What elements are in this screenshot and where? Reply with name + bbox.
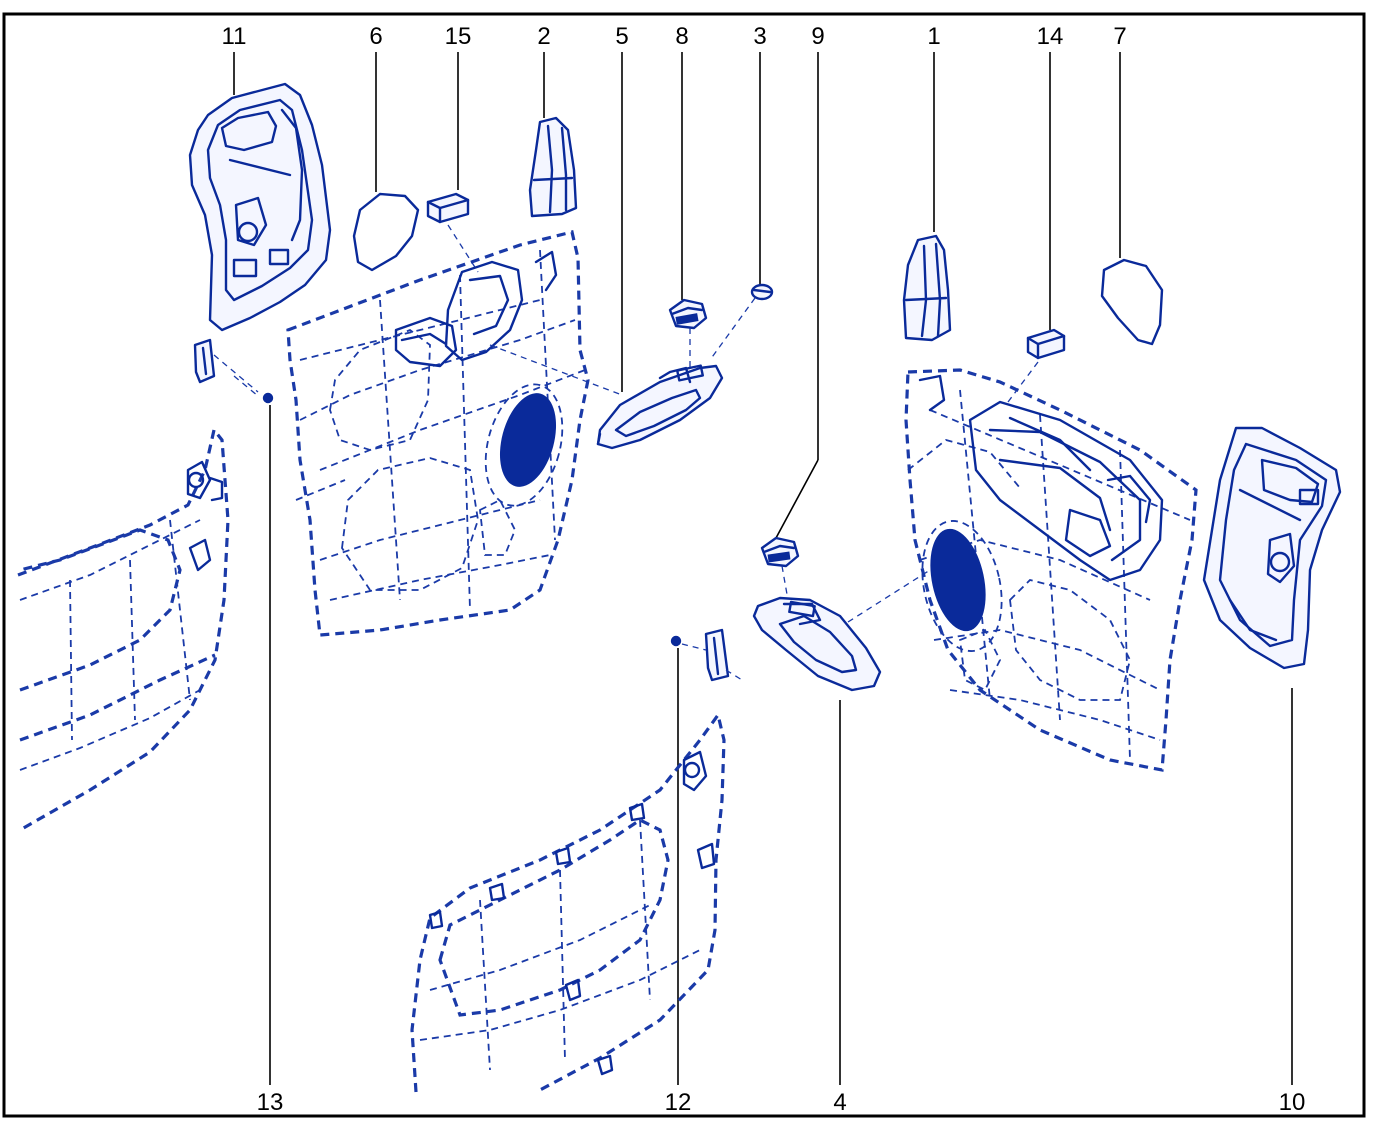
callout-3: 3 <box>753 23 766 50</box>
callout-7: 7 <box>1113 23 1126 50</box>
part-10-rear-trim-panel <box>1202 426 1342 670</box>
left-rear-door-trim <box>17 426 230 832</box>
part-7-speaker-seal <box>1100 258 1164 346</box>
leader-lines <box>233 52 1293 1085</box>
callout-15: 15 <box>445 23 472 50</box>
right-front-door-trim <box>847 368 1198 772</box>
callout-8: 8 <box>675 23 688 50</box>
callout-1: 1 <box>927 23 940 50</box>
part-11-rear-trim-panel <box>188 82 332 332</box>
callout-2: 2 <box>537 23 550 50</box>
callout-6: 6 <box>369 23 382 50</box>
part-12-clip-and-screw <box>670 628 743 682</box>
callout-9: 9 <box>811 23 824 50</box>
callout-10: 10 <box>1279 1089 1306 1116</box>
callout-13: 13 <box>257 1089 284 1116</box>
diagram-border <box>2 12 1366 1118</box>
part-13-clip-and-screw <box>193 338 274 404</box>
callout-11: 11 <box>222 23 247 50</box>
part-5-armrest-left <box>596 364 724 450</box>
left-front-door-trim <box>286 230 623 637</box>
part-9-window-switch <box>760 536 800 601</box>
callout-labels: 11 6 15 2 5 8 3 9 1 14 7 13 12 4 10 <box>222 23 1306 1116</box>
speaker-grille-right <box>930 528 986 632</box>
part-8-window-switch <box>668 298 708 370</box>
part-4-armrest-right <box>752 596 882 692</box>
callout-14: 14 <box>1037 23 1064 50</box>
part-14-pad <box>1007 328 1066 403</box>
part-1-pillar-cover <box>902 234 952 342</box>
callout-4: 4 <box>833 1089 846 1116</box>
part-3-plug-cap <box>709 283 774 361</box>
part-6-speaker-seal <box>352 192 420 272</box>
callout-12: 12 <box>665 1089 692 1116</box>
part-15-pad <box>426 192 479 273</box>
right-rear-door-trim <box>410 711 726 1093</box>
speaker-grille-left <box>499 393 557 487</box>
part-2-pillar-cover <box>528 116 578 218</box>
callout-5: 5 <box>615 23 628 50</box>
